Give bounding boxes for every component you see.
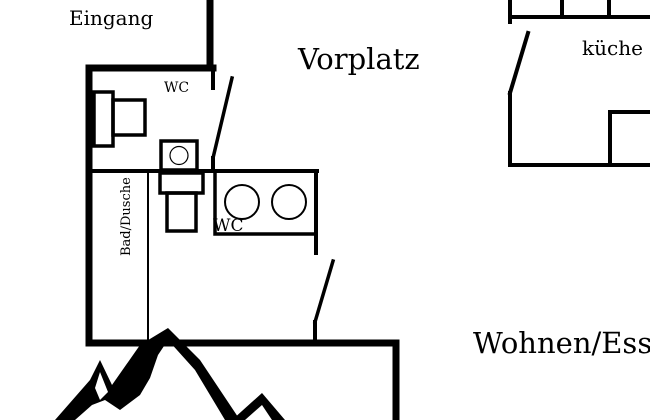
outer-walls [85,0,400,420]
room-label-entrance: Eingang [69,6,154,30]
door-wc-lower [312,258,336,325]
door-wc-upper [210,75,235,161]
room-label-wc-small: WC [164,80,190,96]
stove-icon [213,169,318,236]
sink-icon [158,139,205,233]
room-label-living: Wohnen/Ess [473,326,650,360]
room-label-hall: Vorplatz [298,42,420,76]
kitchen-walls [507,0,650,167]
room-label-bath: Bad/Dusche [119,177,134,256]
room-label-wc-main: WC [213,216,244,236]
mountain-logo-icon [55,328,285,420]
room-label-kitchen: küche [582,36,643,60]
toilet-icon [92,90,147,148]
